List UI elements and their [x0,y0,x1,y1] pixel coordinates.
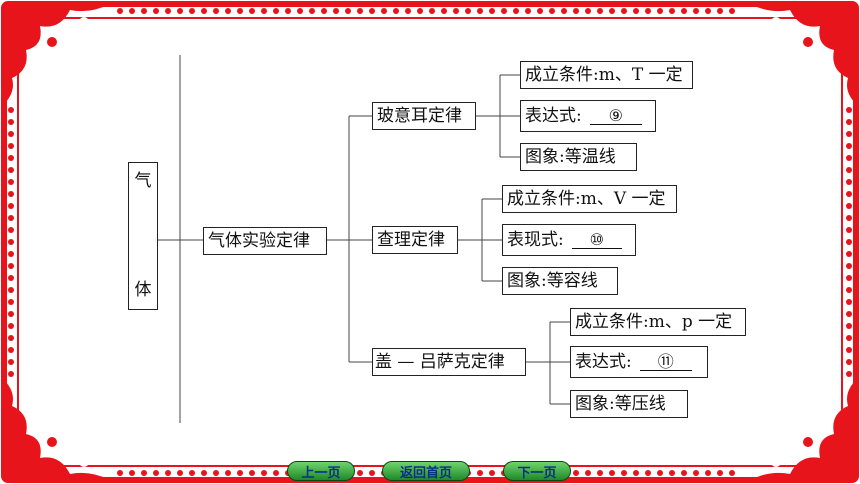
leaf-graph-charles: 图象:等容线 [502,267,618,295]
leaf-graph-boyle: 图象:等温线 [520,143,637,171]
main-node-label: 气体实验定律 [208,230,310,251]
law-node-boyle: 玻意耳定律 [372,102,476,130]
leaf-label: 表现式: [507,229,564,250]
law-label: 查理定律 [377,229,445,250]
home-button[interactable]: 返回首页 [382,461,470,481]
leaf-expression-gay-lussac: 表达式: ⑪ [570,346,708,378]
root-char-1: 气 [134,171,152,191]
leaf-condition-boyle: 成立条件:m、T 一定 [520,61,693,89]
leaf-label: 成立条件:m、T 一定 [525,64,683,85]
leaf-label: 成立条件:m、p 一定 [575,311,733,332]
next-page-button[interactable]: 下一页 [503,461,571,481]
law-node-charles: 查理定律 [372,226,458,254]
leaf-label: 表达式: [525,105,582,126]
answer-blank-11: ⑪ [639,353,692,371]
next-page-label: 下一页 [517,465,557,481]
leaf-condition-gay-lussac: 成立条件:m、p 一定 [570,308,746,336]
prev-page-label: 上一页 [301,465,341,481]
leaf-condition-charles: 成立条件:m、V 一定 [502,185,677,213]
leaf-label: 成立条件:m、V 一定 [507,188,666,209]
leaf-label: 图象:等温线 [525,146,616,167]
leaf-label: 图象:等压线 [575,393,666,414]
law-label: 玻意耳定律 [377,105,462,126]
leaf-expression-boyle: 表达式: ⑨ [520,100,656,132]
home-label: 返回首页 [399,465,452,481]
law-node-gay-lussac: 盖 — 吕萨克定律 [372,348,526,376]
leaf-label: 图象:等容线 [507,270,598,291]
corner-ornament-top-right [750,4,856,104]
corner-ornament-bottom-right [750,380,856,480]
corner-ornament-bottom-left [4,380,110,480]
main-node-gas-laws: 气体实验定律 [203,227,327,255]
answer-blank-10: ⑩ [571,231,622,249]
root-char-2: 体 [134,280,152,300]
corner-ornament-top-left [4,4,110,104]
law-label: 盖 — 吕萨克定律 [375,351,505,372]
leaf-label: 表达式: [575,351,632,372]
leaf-graph-gay-lussac: 图象:等压线 [570,390,688,418]
leaf-expression-charles: 表现式: ⑩ [502,224,636,256]
answer-blank-9: ⑨ [589,107,642,125]
prev-page-button[interactable]: 上一页 [287,461,355,481]
root-node-gas: 气 体 [128,162,158,310]
